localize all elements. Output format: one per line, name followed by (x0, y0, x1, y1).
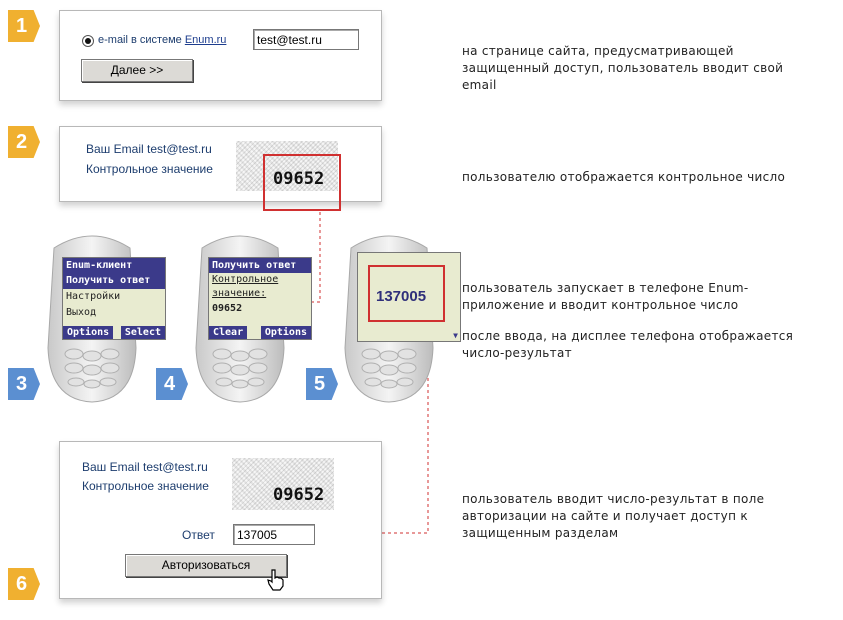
control-code: 09652 (273, 169, 325, 189)
step-3-badge: 3 (8, 368, 40, 400)
phone-3: Enum-клиент Получить ответ Настройки Вых… (42, 228, 166, 403)
step-6-badge: 6 (8, 568, 40, 600)
prompt-line-1: Контрольное (212, 274, 279, 285)
next-button[interactable]: Далее >> (81, 59, 193, 82)
result-code: 137005 (376, 288, 427, 305)
control-code: 09652 (273, 485, 325, 505)
phone-3-title: Enum-клиент (63, 258, 165, 273)
arrow-code-to-phone (258, 212, 321, 303)
hand-cursor-icon (267, 569, 284, 591)
phone-3-screen: Enum-клиент Получить ответ Настройки Вых… (62, 257, 166, 340)
phone-4: Получить ответ Контрольное значение: 096… (190, 228, 312, 403)
phone-5-screen: 137005 ▼ (357, 252, 461, 342)
step-4-badge: 4 (156, 368, 188, 400)
code-entry-field[interactable]: 09652 (212, 303, 243, 314)
softkey-options[interactable]: Options (260, 326, 311, 339)
auth-panel: Ваш Email test@test.ru Контрольное значе… (59, 441, 382, 599)
answer-input[interactable] (233, 524, 315, 545)
softkey-select[interactable]: Select (120, 326, 165, 339)
arrow-result-to-answer (322, 330, 429, 534)
phone-4-screen: Получить ответ Контрольное значение: 096… (208, 257, 312, 340)
menu-item-exit[interactable]: Выход (66, 307, 97, 318)
email-line: Ваш Email test@test.ru (82, 460, 208, 474)
phone-5: 137005 ▼ (339, 228, 461, 403)
step-5-badge: 5 (306, 368, 338, 400)
control-value-label: Контрольное значение (86, 162, 213, 176)
step-1-description: на странице сайта, предусматривающей защ… (462, 44, 784, 92)
email-input[interactable] (253, 29, 359, 50)
step-3-description: пользователь запускает в телефоне Enum-п… (462, 281, 749, 312)
softkey-clear[interactable]: Clear (209, 326, 248, 339)
scroll-down-icon: ▼ (453, 331, 458, 340)
softkey-options[interactable]: Options (63, 326, 114, 339)
email-radio[interactable] (82, 35, 94, 47)
step-5-description: после ввода, на дисплее телефона отображ… (462, 329, 794, 360)
email-line: Ваш Email test@test.ru (86, 142, 212, 156)
step-2-badge: 2 (8, 126, 40, 158)
enum-link[interactable]: Enum.ru (184, 34, 227, 46)
control-code-highlight (263, 154, 341, 211)
captcha-image (232, 458, 334, 510)
radio-label: e-mail в системе Enum.ru (98, 34, 227, 46)
radio-dot-icon (85, 38, 91, 44)
step-2-description: пользователю отображается контрольное чи… (462, 170, 786, 184)
control-code-panel: Ваш Email test@test.ru Контрольное значе… (59, 126, 382, 202)
authorize-button[interactable]: Авторизоваться (125, 554, 287, 577)
menu-item-settings[interactable]: Настройки (66, 291, 121, 302)
step-1-badge: 1 (8, 10, 40, 42)
step-6-description: пользователь вводит число-результат в по… (462, 492, 765, 540)
result-highlight (368, 265, 445, 322)
control-value-label: Контрольное значение (82, 479, 209, 493)
email-entry-panel: e-mail в системе Enum.ru Далее >> (59, 10, 382, 101)
menu-item-get-answer[interactable]: Получить ответ (63, 273, 165, 289)
prompt-line-2: значение: (212, 288, 267, 299)
answer-label: Ответ (182, 528, 215, 542)
captcha-image (236, 141, 338, 191)
phone-4-title: Получить ответ (209, 258, 311, 273)
